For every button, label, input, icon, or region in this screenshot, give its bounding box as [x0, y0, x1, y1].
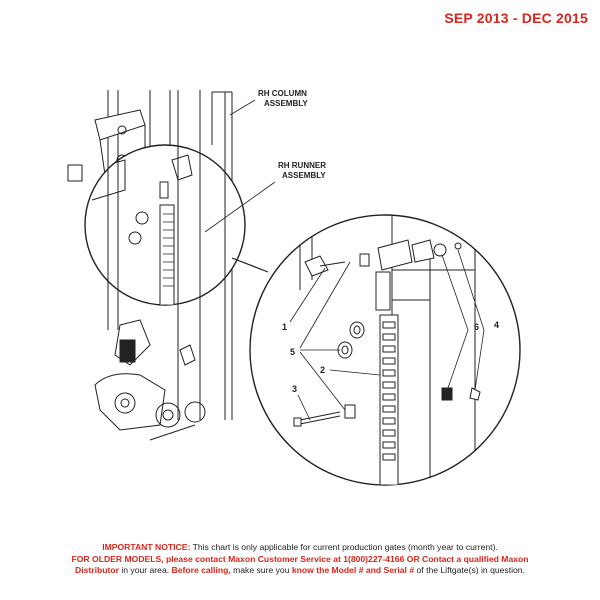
- notice-make-sure: make sure you: [230, 565, 292, 575]
- callout-number-5: 5: [290, 347, 295, 357]
- notice-in-area: in your area.: [118, 565, 172, 575]
- callout-number-1: 1: [282, 322, 287, 332]
- leader-rh-column: [229, 99, 256, 116]
- notice-distributor: Distributor: [75, 565, 119, 575]
- notice-before-calling: Before calling,: [171, 565, 231, 575]
- callout-number-6: 6: [474, 322, 479, 332]
- callout-rh-column-line2: ASSEMBLY: [264, 99, 308, 108]
- notice-line-1-text: This chart is only applicable for curren…: [190, 542, 498, 552]
- detail-connector: [231, 257, 269, 273]
- notice-line-2-text: FOR OLDER MODELS, please contact Maxon C…: [71, 553, 529, 564]
- leader-lines: [289, 249, 485, 421]
- callout-number-2: 2: [320, 365, 325, 375]
- notice-line-3: Distributor in your area. Before calling…: [0, 565, 600, 577]
- notice-label: IMPORTANT NOTICE:: [102, 542, 191, 552]
- important-notice: IMPORTANT NOTICE: This chart is only app…: [0, 542, 600, 577]
- callout-rh-column-line1: RH COLUMN: [258, 89, 307, 98]
- notice-liftgate: of the Liftgate(s) in question.: [414, 565, 525, 575]
- notice-model-serial: know the Model # and Serial #: [291, 565, 415, 575]
- callout-rh-runner-line1: RH RUNNER: [278, 161, 326, 170]
- leader-rh-runner: [204, 181, 276, 233]
- date-range-header: SEP 2013 - DEC 2015: [444, 10, 588, 26]
- callout-number-4: 4: [494, 320, 499, 330]
- notice-line-2: FOR OLDER MODELS, please contact Maxon C…: [0, 554, 600, 566]
- notice-line-1: IMPORTANT NOTICE: This chart is only app…: [0, 542, 600, 554]
- callout-number-3: 3: [292, 384, 297, 394]
- callout-rh-runner-line2: ASSEMBLY: [282, 171, 326, 180]
